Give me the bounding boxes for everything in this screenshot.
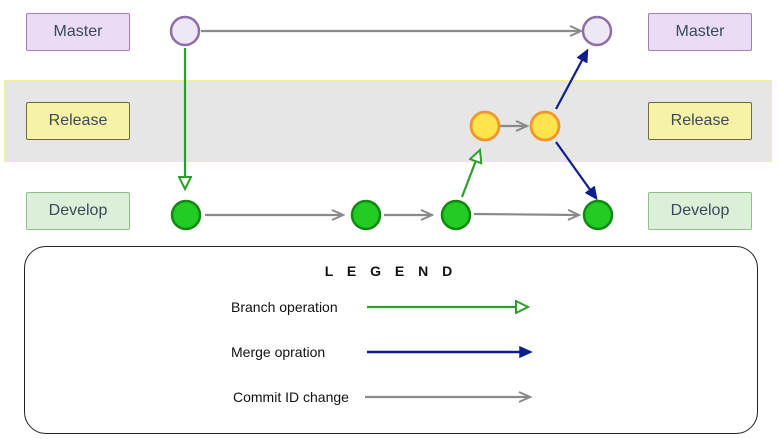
develop-commit-arrow-3 <box>473 214 579 215</box>
develop-label-text: Develop <box>670 202 730 219</box>
branch-arrow-develop-to-release <box>460 150 480 198</box>
master-commit-node-1 <box>169 15 201 47</box>
develop-label-left: Develop <box>26 192 130 230</box>
merge-arrow-release-to-develop <box>555 141 596 198</box>
develop-commit-node-2 <box>350 199 382 231</box>
release-label-text: Release <box>670 112 730 129</box>
legend-box: L E G E N D Branch operation Merge oprat… <box>24 246 758 434</box>
release-label-left: Release <box>26 102 130 140</box>
develop-label-right: Develop <box>648 192 752 230</box>
master-label-left: Master <box>26 13 130 51</box>
legend-branch-label: Branch operation <box>231 299 338 315</box>
release-commit-node-2 <box>529 110 561 142</box>
develop-commit-node-3 <box>440 199 472 231</box>
merge-arrow-release-to-master <box>555 51 587 110</box>
master-commit-node-2 <box>581 15 613 47</box>
develop-commit-node-1 <box>170 199 202 231</box>
legend-samples <box>365 247 759 435</box>
legend-commit-label: Commit ID change <box>233 389 349 405</box>
master-label-text: Master <box>675 23 725 40</box>
legend-merge-label: Merge opration <box>231 344 326 360</box>
master-label-right: Master <box>648 13 752 51</box>
release-commit-node-1 <box>469 110 501 142</box>
release-lane <box>4 80 772 162</box>
develop-label-text: Develop <box>48 202 108 219</box>
master-label-text: Master <box>53 23 103 40</box>
release-label-text: Release <box>48 112 108 129</box>
develop-commit-node-4 <box>582 199 614 231</box>
legend-title: L E G E N D <box>324 263 458 279</box>
release-label-right: Release <box>648 102 752 140</box>
